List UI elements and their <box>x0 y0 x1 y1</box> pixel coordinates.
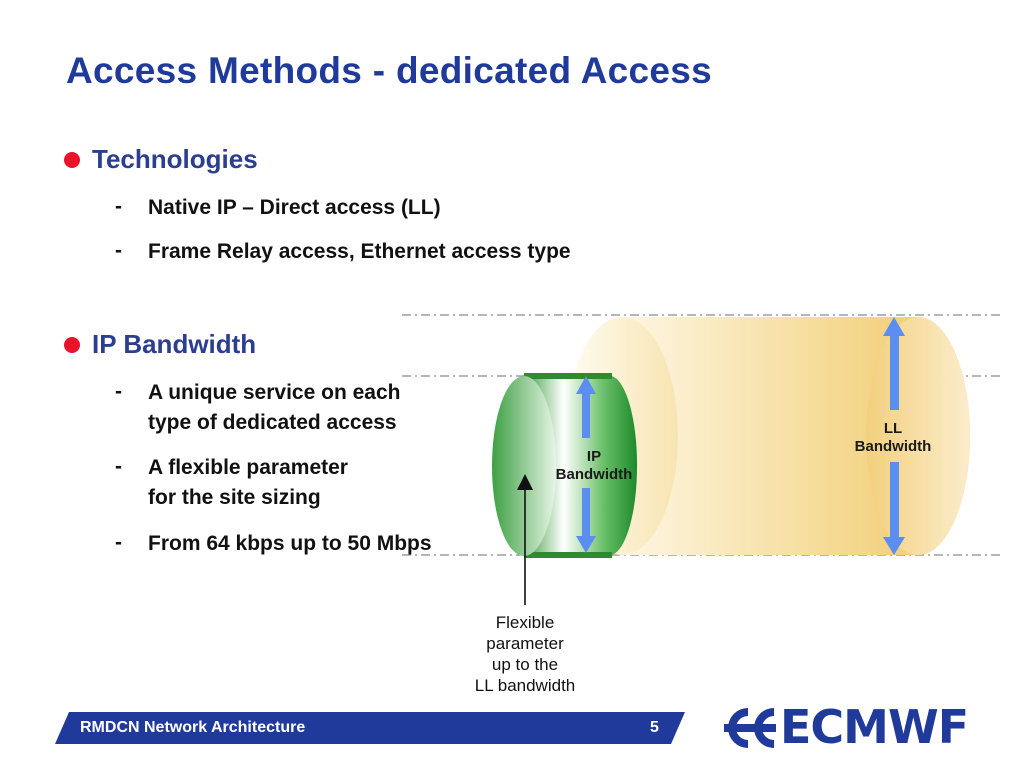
bullet-dot-icon <box>64 336 80 353</box>
bullet-dot-icon <box>64 151 80 168</box>
dash-marker: - <box>115 195 122 218</box>
ecmwf-logo-icon <box>724 708 776 748</box>
sub-item: A unique service on each type of dedicat… <box>148 378 400 438</box>
sub-item-line: for the site sizing <box>148 486 321 509</box>
sub-item: Frame Relay access, Ethernet access type <box>148 240 571 263</box>
slide-title: Access Methods - dedicated Access <box>66 50 712 91</box>
sub-item-line: A unique service on each <box>148 381 401 404</box>
dash-marker: - <box>115 380 122 403</box>
page-number: 5 <box>650 719 659 736</box>
note-line: up to the <box>491 655 559 674</box>
ip-label-line: IP <box>586 448 602 465</box>
ip-bandwidth-label: IP Bandwidth <box>546 448 642 484</box>
bullet-label: Technologies <box>92 144 258 174</box>
sub-item-line: A flexible parameter <box>148 456 348 479</box>
ll-bandwidth-arrow <box>883 317 905 555</box>
dash-marker: - <box>115 455 122 478</box>
bullet-ip-bandwidth: IP Bandwidth <box>64 329 256 360</box>
dash-marker: - <box>115 531 122 554</box>
note-line: parameter <box>486 634 564 653</box>
sub-item: Native IP – Direct access (LL) <box>148 196 441 219</box>
sub-item: A flexible parameter for the site sizing <box>148 453 348 513</box>
ll-bandwidth-label: LL Bandwidth <box>845 420 941 456</box>
dash-marker: - <box>115 239 122 262</box>
note-line: LL bandwidth <box>474 676 576 695</box>
flexible-parameter-note: Flexible parameter up to the LL bandwidt… <box>450 612 600 696</box>
ip-bandwidth-arrow <box>576 376 596 553</box>
ll-label-line: LL <box>883 420 903 437</box>
bullet-label: IP Bandwidth <box>92 329 257 359</box>
footer-bar <box>55 712 685 744</box>
ip-pipe <box>492 373 638 558</box>
logo-wordmark: ECMWF <box>780 700 969 754</box>
ll-label-line: Bandwidth <box>854 438 932 455</box>
sub-item: From 64 kbps up to 50 Mbps <box>148 532 432 555</box>
footer-title: RMDCN Network Architecture <box>80 719 306 736</box>
bullet-technologies: Technologies <box>64 144 258 175</box>
note-line: Flexible <box>495 613 555 632</box>
sub-item-line: type of dedicated access <box>148 411 397 434</box>
ip-label-line: Bandwidth <box>555 466 633 483</box>
